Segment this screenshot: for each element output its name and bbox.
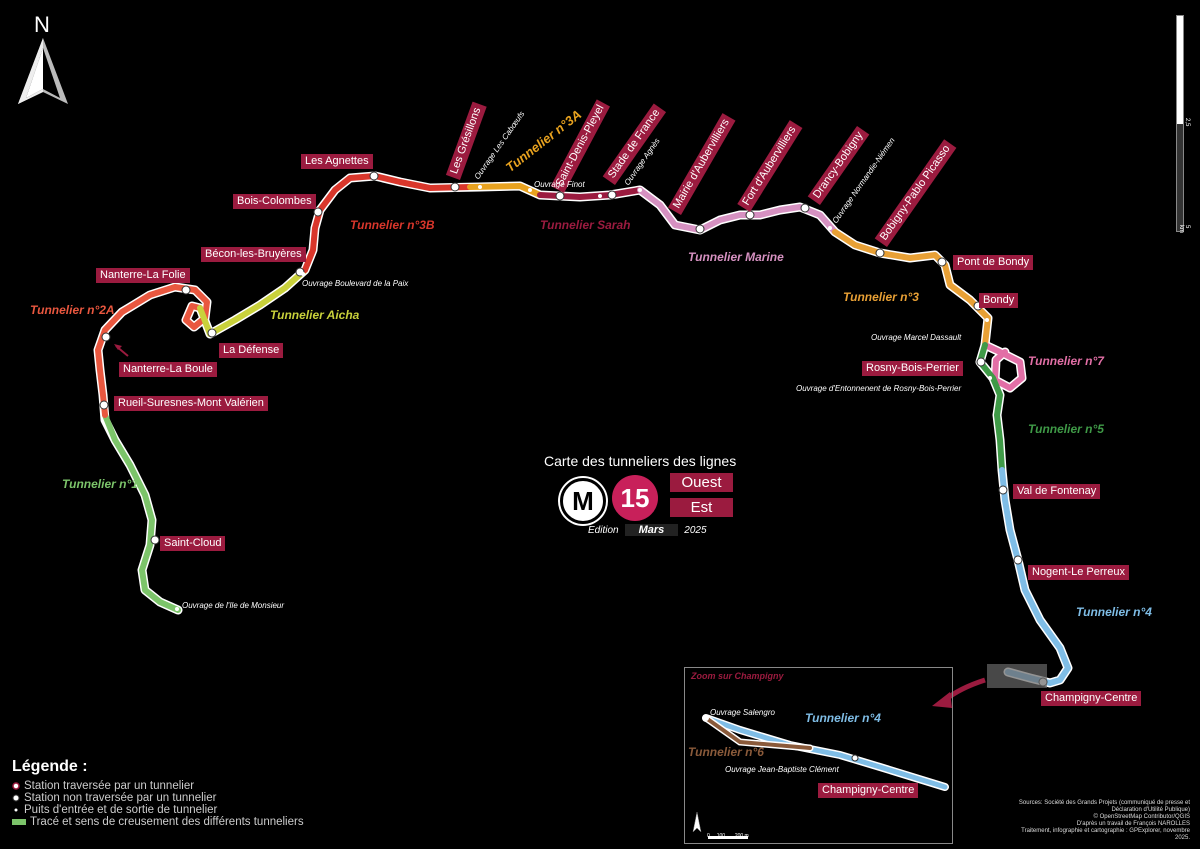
tunnelier-label: Tunnelier Aicha (270, 308, 360, 322)
legend-item-label: Station non traversée par un tunnelier (24, 792, 217, 804)
station-label: Nogent-Le Perreux (1028, 565, 1129, 580)
north-label: N (34, 12, 50, 37)
source-line: Sources: Société des Grands Projets (com… (1018, 800, 1190, 806)
tunnelier-label: Tunnelier n°3 (843, 290, 919, 304)
ouvrage-label: Ouvrage Marcel Dassault (871, 333, 962, 342)
zoom-station-label: Champigny-Centre (818, 783, 919, 798)
edition-year: 2025 (684, 525, 707, 536)
legend-item-label: Station traversée par un tunnelier (24, 780, 195, 792)
edition-month: Mars (624, 524, 679, 536)
zoom-scale-2: 200 m (734, 833, 749, 839)
station-label: Saint-Cloud (160, 536, 226, 551)
source-line: Traitement, infographie et cartographie … (1021, 828, 1190, 834)
tunnelier-label: Tunnelier n°1 (62, 477, 138, 491)
legend-item-label: Puits d'entrée et de sortie de tunnelier (24, 804, 218, 816)
line-15-logo: 15 (612, 475, 658, 521)
station-label: Bondy (979, 293, 1019, 308)
zoom-scale: 0 100 200 m (707, 833, 767, 839)
legend-item: Station traversée par un tunnelier (12, 780, 304, 792)
zoom-scale-1: 100 (716, 833, 726, 839)
legend-item: Puits d'entrée et de sortie de tunnelier (12, 804, 304, 816)
scale-mid-label: 2,5 (1184, 118, 1190, 127)
source-line: Déclaration d'Utilité Publique) (1111, 807, 1190, 813)
station-label: Champigny-Centre (1041, 691, 1142, 706)
sources: Sources: Société des Grands Projets (com… (1000, 800, 1190, 842)
tunnelier-label: Tunnelier Marine (688, 250, 784, 264)
source-line: © OpenStreetMap Contributor/QGIS (1093, 814, 1190, 820)
ouvrage-label: Ouvrage de l'Ile de Monsieur (182, 601, 285, 610)
ouvrage-label: Ouvrage d'Entonnenent de Rosny-Bois-Perr… (796, 384, 962, 393)
station-label: Bécon-les-Bruyères (201, 247, 306, 262)
legend-item: Tracé et sens de creusement des différen… (12, 816, 304, 828)
source-line: D'après un travail de François NAROLLES (1076, 821, 1190, 827)
scale-end-label: 5 km (1178, 225, 1190, 233)
scale-bar (1176, 15, 1184, 232)
station-label: Rueil-Suresnes-Mont Valérien (114, 396, 268, 411)
zoom-tunnelier-label: Tunnelier n°4 (805, 711, 881, 725)
zoom-inset (684, 667, 953, 844)
station-label: La Défense (219, 343, 284, 358)
metro-logo: M (560, 478, 606, 524)
tunnelier-label: Tunnelier n°3B (350, 218, 435, 232)
legend-title: Légende : (12, 758, 88, 775)
station-label: Nanterre-La Boule (119, 362, 217, 377)
station-label: Nanterre-La Folie (96, 268, 190, 283)
north-arrow: N (10, 12, 76, 115)
legend-item: Station non traversée par un tunnelier (12, 792, 304, 804)
zoom-scale-0: 0 (707, 833, 710, 839)
map-title: Carte des tunneliers des lignes (544, 453, 737, 469)
tunnelier-label: Tunnelier n°2A (30, 303, 115, 317)
source-line: 2025. (1174, 835, 1190, 841)
tunnelier-label: Tunnelier n°4 (1076, 605, 1152, 619)
zoom-ouvrage-label: Ouvrage Salengro (710, 708, 775, 717)
legend: Légende : Station traversée par un tunne… (12, 758, 304, 828)
direction-west: Ouest (670, 473, 733, 492)
station-label: Val de Fontenay (1013, 484, 1101, 499)
legend-item-label: Tracé et sens de creusement des différen… (30, 816, 304, 828)
zoom-ouvrage-label: Ouvrage Jean-Baptiste Clément (725, 765, 839, 774)
direction-east: Est (670, 498, 733, 517)
station-label: Bois-Colombes (233, 194, 316, 209)
edition-date: Edition Mars 2025 (588, 524, 707, 536)
edition-prefix: Edition (588, 525, 619, 536)
station-label: Rosny-Bois-Perrier (862, 361, 963, 376)
tunnelier-label: Tunnelier n°7 (1028, 354, 1104, 368)
zoom-tunnelier-label: Tunnelier n°6 (688, 745, 764, 759)
ouvrage-label: Ouvrage Boulevard de la Paix (302, 279, 409, 288)
station-label: Pont de Bondy (953, 255, 1034, 270)
tunnelier-label: Tunnelier n°5 (1028, 422, 1104, 436)
zoom-title: Zoom sur Champigny (691, 671, 784, 681)
ouvrage-label: Ouvrage Finot (534, 180, 585, 189)
station-label: Les Agnettes (301, 154, 373, 169)
tunnelier-label: Tunnelier Sarah (540, 218, 631, 232)
